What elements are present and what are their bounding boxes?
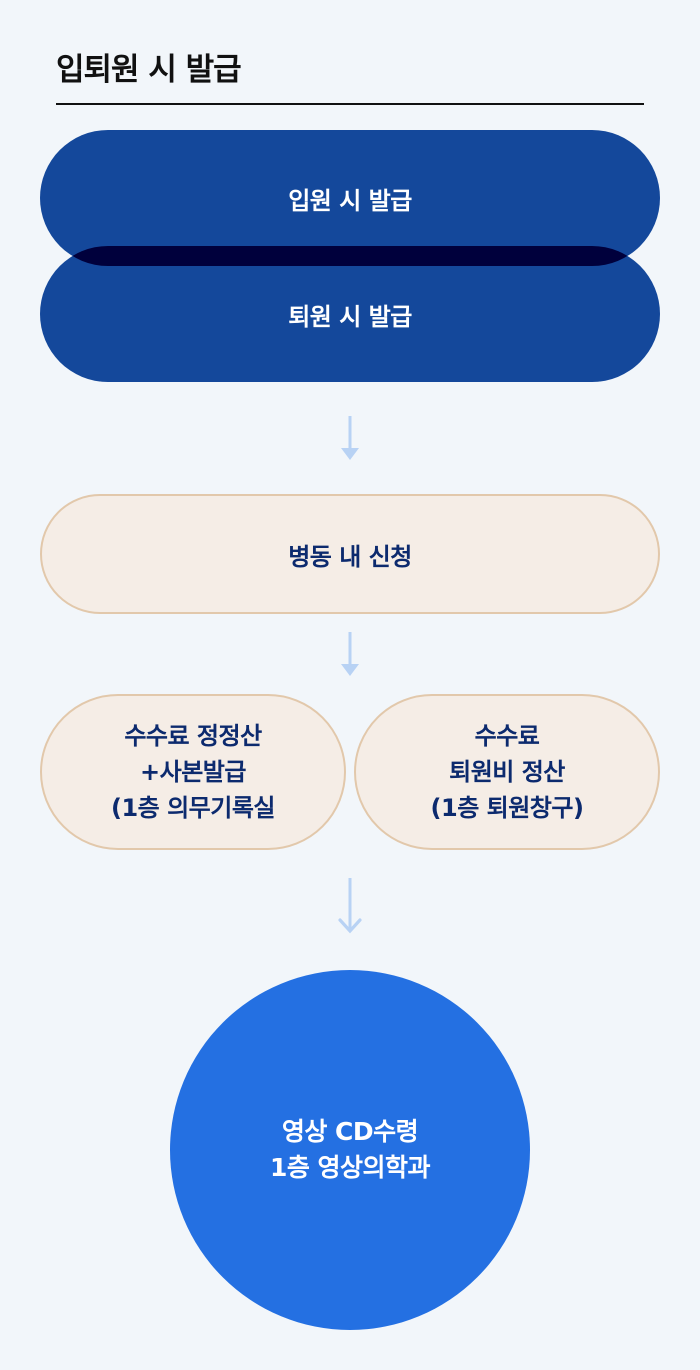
payment-line: 수수료	[474, 722, 540, 750]
ward-application-label: 병동 내 신청	[288, 542, 412, 571]
discharge-issue-pill	[40, 246, 660, 382]
payment-line: 수수료 정정산	[124, 722, 262, 750]
page-title: 입퇴원 시 발급	[56, 52, 242, 88]
admission-issue-pill	[40, 130, 660, 266]
discharge-desk-payment-pill: 수수료 퇴원비 정산 (1층 퇴원창구)	[354, 694, 660, 850]
cd-pickup-location: 1층 영상의학과	[269, 1153, 431, 1182]
arrow-down-icon	[338, 878, 362, 934]
ward-application-pill: 병동 내 신청	[40, 494, 660, 614]
payment-line: 퇴원비 정산	[449, 758, 565, 786]
title-divider	[56, 103, 644, 105]
discharge-issue-label: 퇴원 시 발급	[288, 303, 412, 331]
arrow-down-icon	[341, 632, 359, 676]
cd-pickup-line: 영상 CD수령	[281, 1117, 419, 1146]
payment-line: +사본발급	[140, 758, 246, 786]
admission-issue-label: 입원 시 발급	[288, 187, 412, 215]
pill-overlap-region	[40, 246, 660, 266]
payment-line: (1층 의무기록실	[110, 794, 276, 822]
cd-pickup-circle: 영상 CD수령 1층 영상의학과	[170, 970, 530, 1330]
records-office-payment-pill: 수수료 정정산 +사본발급 (1층 의무기록실	[40, 694, 346, 850]
payment-line: (1층 퇴원창구)	[430, 794, 584, 822]
arrow-down-icon	[341, 416, 359, 460]
